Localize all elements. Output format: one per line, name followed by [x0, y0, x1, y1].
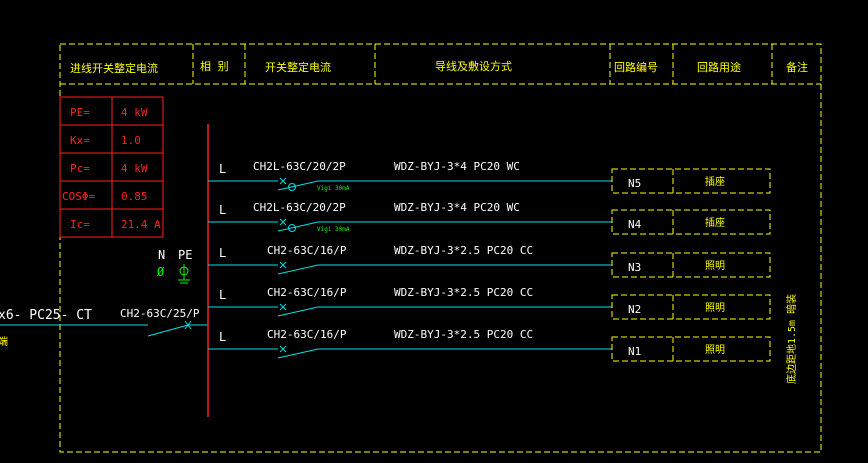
circuit-number: N1 [628, 345, 641, 358]
pe-label: PE [178, 248, 192, 262]
breaker-symbol [277, 180, 319, 191]
rcd-icon [288, 224, 296, 232]
circuit-use: 照明 [705, 302, 725, 314]
circuit-number: N3 [628, 261, 641, 274]
circuit-row: L CH2L-63C/20/2P Vigi 30mA WDZ-BYJ-3*4 PC20… [208, 201, 771, 235]
breaker-symbol [277, 348, 319, 359]
pe-ground-icon [178, 264, 190, 284]
circuit-wire-spec: WDZ-BYJ-3*4 PC20 WC [394, 160, 520, 173]
load-label: COSΦ= [62, 190, 95, 203]
circuit-use: 插座 [705, 175, 725, 188]
circuit-row: L CH2-63C/16/P WDZ-BYJ-3*2.5 PC20 CC N1 照明 [208, 328, 771, 362]
load-value: 21.4 A [121, 218, 161, 231]
breaker-symbol [277, 306, 319, 317]
load-label: Kx= [70, 134, 90, 147]
header-incoming: 进线开关整定电流 [70, 61, 158, 75]
vigi-label: Vigi 30mA [317, 185, 350, 192]
circuit-breaker: CH2L-63C/20/2P [253, 160, 346, 173]
circuit-breaker: CH2L-63C/20/2P [253, 201, 346, 214]
circuit-number: N4 [628, 218, 642, 231]
load-value: 4 kW [121, 162, 148, 175]
circuit-use: 照明 [705, 260, 725, 272]
load-label: Pc= [70, 162, 90, 175]
header-switch-setting: 开关整定电流 [265, 60, 331, 74]
n-label: N [158, 248, 165, 262]
outgoing-circuits: L CH2L-63C/20/2P Vigi 30mA WDZ-BYJ-3*4 PC20… [208, 160, 771, 362]
header-circuit-use: 回路用途 [697, 60, 741, 74]
n-terminal-symbol: Ø [157, 265, 165, 279]
circuit-wire-spec: WDZ-BYJ-3*2.5 PC20 CC [394, 328, 533, 341]
incoming-cable: x6- PC25- CT [0, 308, 92, 323]
circuit-wire-spec: WDZ-BYJ-3*2.5 PC20 CC [394, 286, 533, 299]
load-label: Ic= [70, 218, 90, 231]
circuit-phase: L [219, 330, 226, 344]
breaker-symbol [277, 221, 319, 232]
diagram-frame [59, 43, 822, 453]
circuit-breaker: CH2-63C/16/P [267, 328, 347, 341]
load-value: 0.85 [121, 190, 148, 203]
circuit-breaker: CH2-63C/16/P [267, 244, 347, 257]
incoming-label-fragment: 端 [0, 335, 8, 348]
load-table: PE= 4 kW Kx= 1.0 Pc= 4 kW COSΦ= 0.85 Ic=… [59, 96, 164, 238]
header-circuit-no: 回路编号 [614, 60, 658, 74]
remark-vertical: 底边距地1.5m 暗装 [785, 294, 798, 384]
circuit-number: N5 [628, 177, 641, 190]
circuit-breaker: CH2-63C/16/P [267, 286, 347, 299]
vigi-label: Vigi 30mA [317, 226, 350, 233]
header-remark: 备注 [786, 60, 808, 74]
circuit-use: 照明 [705, 344, 725, 356]
load-label: PE= [70, 106, 90, 119]
rcd-icon [288, 183, 296, 191]
circuit-number: N2 [628, 303, 641, 316]
circuit-row: L CH2L-63C/20/2P Vigi 30mA WDZ-BYJ-3*4 PC20… [208, 160, 771, 194]
circuit-row: L CH2-63C/16/P WDZ-BYJ-3*2.5 PC20 CC N3 照明 [208, 244, 771, 278]
breaker-symbol [277, 264, 319, 275]
header-phase: 相 别 [200, 60, 229, 73]
circuit-phase: L [219, 203, 226, 217]
load-value: 4 kW [121, 106, 148, 119]
circuit-phase: L [219, 162, 226, 176]
header-wire-laying: 导线及敷设方式 [435, 59, 512, 73]
circuit-phase: L [219, 288, 226, 302]
incoming-breaker: CH2-63C/25/P [120, 307, 200, 320]
circuit-row: L CH2-63C/16/P WDZ-BYJ-3*2.5 PC20 CC N2 照明 [208, 286, 771, 320]
incoming-breaker-symbol [147, 320, 208, 337]
circuit-phase: L [219, 246, 226, 260]
circuit-wire-spec: WDZ-BYJ-3*4 PC20 WC [394, 201, 520, 214]
circuit-wire-spec: WDZ-BYJ-3*2.5 PC20 CC [394, 244, 533, 257]
load-value: 1.0 [121, 134, 141, 147]
circuit-use: 插座 [705, 216, 725, 229]
